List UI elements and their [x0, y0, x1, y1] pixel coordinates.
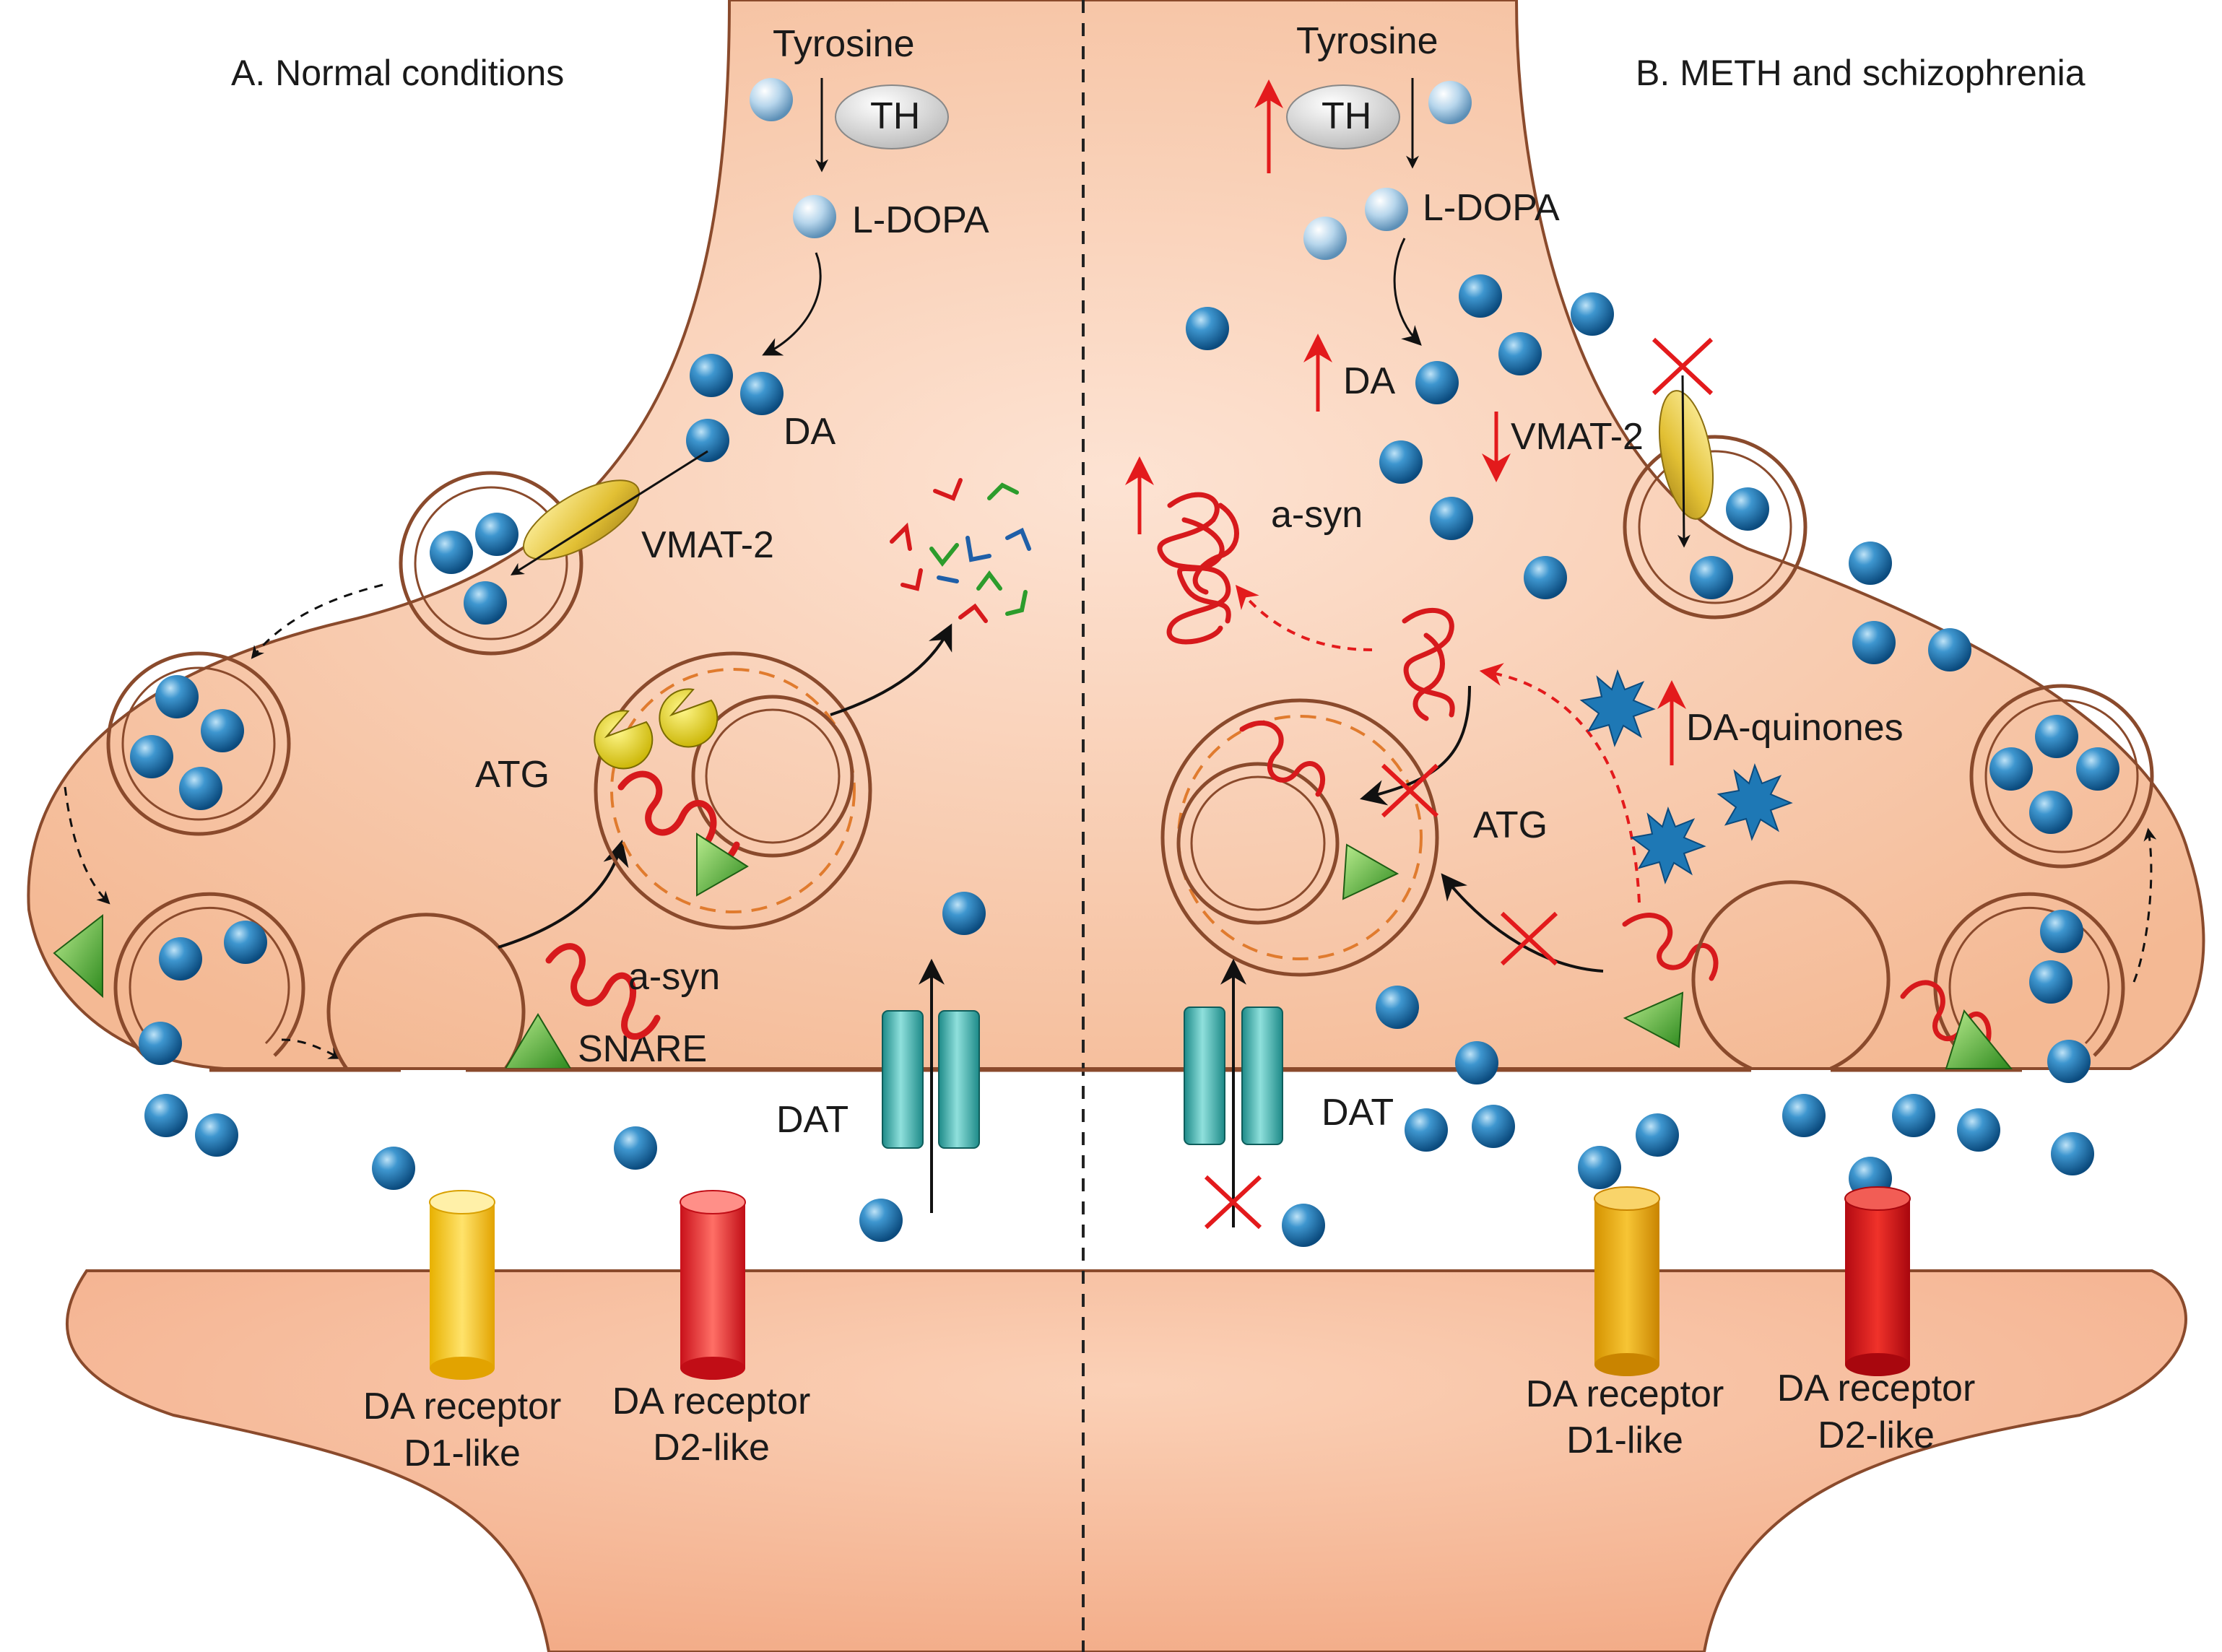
panel-a-d2-label-line1: DA receptor [612, 1381, 811, 1422]
panel-b-docked-vesicle [1933, 892, 2125, 1057]
panel-b-dat-label: DAT [1322, 1092, 1394, 1134]
panel-b-cytosolic-dopamine [1186, 274, 1971, 671]
panel-a-asyn-label: a-syn [628, 956, 720, 998]
panel-a-filling-vesicle [399, 471, 583, 656]
vesicle-transport-arrow-1 [251, 583, 383, 659]
panel-a-d2-label-line2: D2-like [653, 1427, 770, 1469]
panel-a-da-label: DA [784, 411, 836, 453]
panel-a-atg-label: ATG [475, 754, 550, 796]
panel-b-filling-vesicle [1623, 435, 1807, 620]
panel-b-snare-in-autophagosome [1342, 843, 1399, 900]
presynaptic-terminal-body [27, 0, 2205, 1070]
panel-b-snare-protein-2 [1945, 1009, 2013, 1069]
panel-b-d2-label-line2: D2-like [1818, 1414, 1935, 1456]
panel-a-empty-vesicle [326, 913, 526, 1070]
panel-b-dat-transporter [1184, 1007, 1283, 1145]
panel-b-d2-label-line1: DA receptor [1777, 1368, 1976, 1409]
panel-b-da-quinones [1579, 669, 1793, 884]
panel-a-d1-label-line1: DA receptor [363, 1386, 562, 1427]
panel-b-atg-label: ATG [1473, 804, 1548, 846]
panel-b-full-vesicle [1969, 684, 2154, 869]
panel-a-th-label: TH [870, 95, 920, 137]
panel-b-vmat-block-cross [1652, 337, 1714, 396]
panel-b-autophagosome [1160, 698, 1439, 977]
vesicle-recycle-arrow [281, 1038, 342, 1059]
panel-b-d1-label-line1: DA receptor [1526, 1373, 1724, 1415]
panel-b-da-label: DA [1343, 360, 1396, 402]
panel-b-autophagy-arrow [1360, 685, 1471, 806]
panel-a-vmat-uptake-arrow [510, 450, 708, 575]
panel-a-full-vesicle [106, 651, 291, 836]
panel-b-d1-receptor [1594, 1186, 1660, 1376]
panel-a-ldopa-label: L-DOPA [852, 199, 989, 241]
panel-b-ldopa-molecule-2 [1365, 188, 1408, 231]
degraded-asyn-fragments [890, 478, 1031, 623]
panel-b-asyn-label: a-syn [1271, 494, 1363, 536]
panel-a-title: A. Normal conditions [231, 53, 564, 93]
panel-a-vmat2-label: VMAT-2 [641, 524, 774, 566]
panel-b-ldopa-arrow [1393, 238, 1422, 346]
tyrosine-molecule [750, 78, 793, 121]
panel-b-vmat2-transporter [1659, 390, 1714, 520]
th-enzyme [835, 84, 949, 149]
panel-b-dat-block-cross [1204, 1175, 1262, 1230]
panel-a-released-dopamine [139, 892, 986, 1242]
panel-b-quinones-label: DA-quinones [1686, 707, 1904, 749]
panel-b-asyn-in-autophagosome [1239, 720, 1325, 797]
panel-b-snare-autophagy-arrow [1441, 873, 1604, 973]
panel-b-asyn-aggregation-arrow [1235, 585, 1373, 651]
panel-a-da-cluster [686, 354, 784, 462]
panel-b-tyrosine-label: Tyrosine [1296, 20, 1438, 62]
panel-b-asyn-aggregate [1157, 492, 1239, 645]
panel-b-th-enzyme [1286, 84, 1400, 149]
panel-a-d2-receptor [680, 1190, 746, 1380]
panel-a-snare-protein-1 [53, 913, 103, 999]
ldopa-to-da-arrow [762, 252, 822, 356]
panel-a-asyn-monomer [545, 943, 661, 1040]
panel-b-snare-protein-1 [1623, 991, 1684, 1048]
panel-b-asyn-near-snare [1900, 980, 1992, 1050]
panel-b-asyn-dashed-arrow [1479, 663, 1641, 903]
panel-b-autophagy-block-cross [1381, 763, 1439, 818]
panel-b-d1-label-line2: D1-like [1566, 1420, 1683, 1461]
panel-a-dat-transporter [882, 1010, 980, 1149]
vesicle-transport-arrow-2 [64, 786, 110, 905]
ldopa-molecule [793, 195, 836, 238]
panel-b-title: B. METH and schizophrenia [1636, 53, 2086, 93]
panel-a-dat-label: DAT [776, 1099, 849, 1141]
panel-b-th-label: TH [1322, 95, 1371, 137]
panel-a-tyrosine-label: Tyrosine [773, 23, 915, 65]
panel-b-snare-block-cross [1500, 911, 1558, 966]
panel-a-d1-label-line2: D1-like [404, 1433, 521, 1474]
asyn-to-autophagosome-arrow [498, 840, 629, 949]
panel-b-asyn-near-vesicle [1622, 913, 1719, 981]
lysosomal-enzyme-1 [594, 710, 654, 770]
panel-a-autophagosome [594, 651, 872, 930]
panel-a-snare-in-autophagosome [696, 832, 749, 897]
panel-a-docked-vesicle [113, 892, 305, 1057]
panel-b-d2-receptor [1844, 1186, 1911, 1376]
panel-b-tyrosine-molecule [1428, 81, 1472, 124]
panel-b-misfolded-asyn [1402, 607, 1455, 721]
panel-a-vmat2-transporter [523, 479, 640, 560]
lysosomal-enzyme-2 [659, 688, 719, 748]
panel-b-released-dopamine [1282, 986, 2094, 1247]
panel-b-vmat-uptake-arrow [1677, 375, 1691, 548]
panel-b-ldopa-molecule-1 [1303, 217, 1347, 260]
panel-b-ldopa-label: L-DOPA [1423, 187, 1560, 229]
panel-a-d1-receptor [429, 1190, 495, 1380]
degradation-arrow [830, 623, 952, 716]
panel-b-vmat2-label: VMAT-2 [1511, 416, 1644, 458]
panel-b-empty-vesicle [1691, 880, 1891, 1071]
